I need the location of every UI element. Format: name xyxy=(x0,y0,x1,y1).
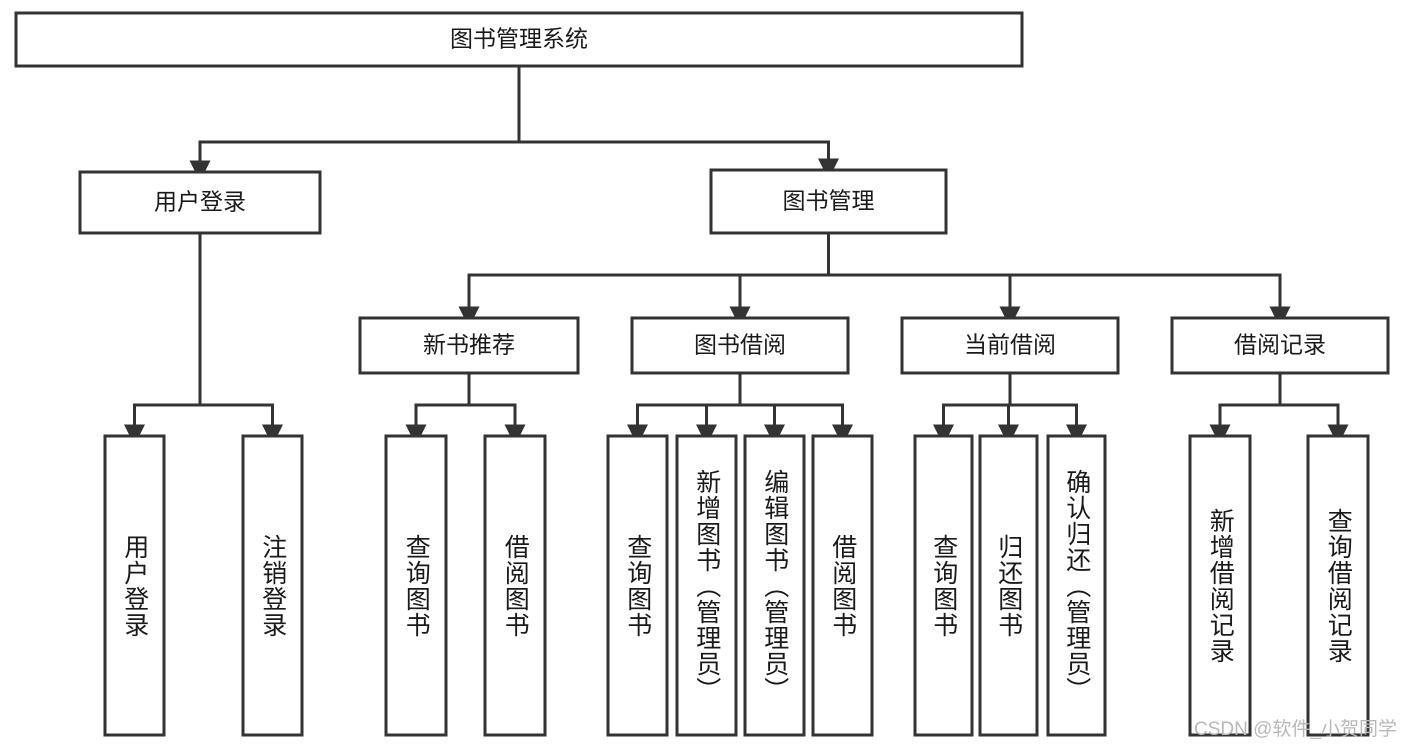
node-box-leaf-query-book-recommend[interactable] xyxy=(384,434,448,737)
watermark-text: CSDN @软件_小贺同学 xyxy=(1194,719,1397,740)
node-box-leaf-add-borrow-record[interactable] xyxy=(1188,434,1252,737)
node-leaf-query-book-current[interactable] xyxy=(913,434,974,737)
node-book-manage[interactable]: 图书管理 xyxy=(709,168,948,235)
node-label-user-login: 用户登录 xyxy=(154,189,246,215)
node-label-current-borrow: 当前借阅 xyxy=(964,332,1056,358)
node-box-current-borrow[interactable] xyxy=(900,316,1120,375)
node-book-borrow[interactable]: 图书借阅 xyxy=(630,316,850,375)
node-box-leaf-logout-login[interactable] xyxy=(241,434,304,737)
node-leaf-confirm-return[interactable] xyxy=(1046,434,1107,737)
node-box-borrow-record[interactable] xyxy=(1170,316,1390,375)
node-box-leaf-borrow-book-recommend[interactable] xyxy=(483,434,547,737)
node-leaf-add-book[interactable] xyxy=(675,434,738,737)
node-leaf-borrow-book-recommend[interactable] xyxy=(483,434,547,737)
node-label-book-borrow: 图书借阅 xyxy=(694,332,786,358)
node-box-book-manage[interactable] xyxy=(709,168,948,235)
node-box-leaf-edit-book[interactable] xyxy=(743,434,806,737)
node-leaf-query-book-borrow[interactable] xyxy=(606,434,669,737)
node-box-leaf-borrow-book[interactable] xyxy=(811,434,874,737)
node-box-leaf-confirm-return[interactable] xyxy=(1046,434,1107,737)
node-box-leaf-user-login[interactable] xyxy=(103,434,166,737)
node-box-leaf-query-borrow-record[interactable] xyxy=(1306,434,1370,737)
node-box-leaf-query-book-borrow[interactable] xyxy=(606,434,669,737)
node-new-book-recommend[interactable]: 新书推荐 xyxy=(358,316,580,375)
node-label-root: 图书管理系统 xyxy=(450,26,588,52)
node-box-leaf-query-book-current[interactable] xyxy=(913,434,974,737)
node-label-new-book-recommend: 新书推荐 xyxy=(423,332,515,358)
node-user-login[interactable]: 用户登录 xyxy=(78,170,322,235)
node-current-borrow[interactable]: 当前借阅 xyxy=(900,316,1120,375)
node-root[interactable]: 图书管理系统 xyxy=(14,11,1024,68)
node-box-leaf-add-book[interactable] xyxy=(675,434,738,737)
node-box-new-book-recommend[interactable] xyxy=(358,316,580,375)
node-leaf-logout-login[interactable] xyxy=(241,434,304,737)
node-leaf-query-borrow-record[interactable] xyxy=(1306,434,1370,737)
node-borrow-record[interactable]: 借阅记录 xyxy=(1170,316,1390,375)
node-leaf-query-book-recommend[interactable] xyxy=(384,434,448,737)
node-box-user-login[interactable] xyxy=(78,170,322,235)
node-leaf-borrow-book[interactable] xyxy=(811,434,874,737)
connector-edges xyxy=(124,64,1349,446)
node-leaf-edit-book[interactable] xyxy=(743,434,806,737)
node-label-borrow-record: 借阅记录 xyxy=(1234,332,1326,358)
node-label-book-manage: 图书管理 xyxy=(783,188,875,214)
node-box-root[interactable] xyxy=(14,11,1024,68)
node-box-book-borrow[interactable] xyxy=(630,316,850,375)
node-box-leaf-return-book[interactable] xyxy=(978,434,1039,737)
node-leaf-add-borrow-record[interactable] xyxy=(1188,434,1252,737)
node-leaf-user-login[interactable] xyxy=(103,434,166,737)
node-leaf-return-book[interactable] xyxy=(978,434,1039,737)
